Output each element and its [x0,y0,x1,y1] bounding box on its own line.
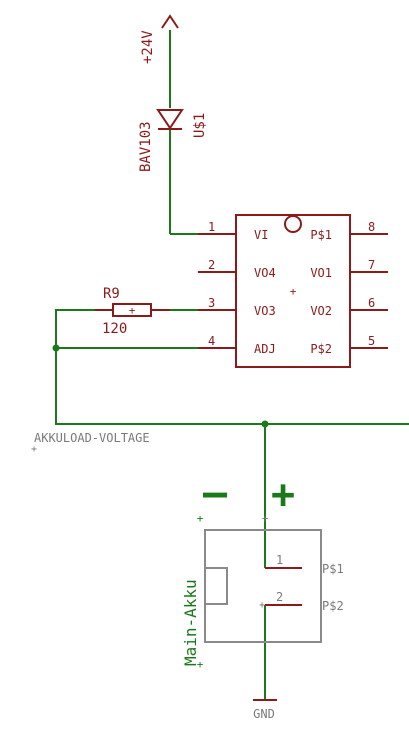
ic-origin-mark: + [290,285,297,298]
battery-origin-mark: + [262,512,269,525]
ic-pin-label: VI [254,228,268,242]
diode-icon [156,109,184,130]
net-label-origin-mark: + [31,444,37,455]
battery-latch [204,567,228,605]
ic-pin-number: 8 [368,220,375,234]
battery-name-origin-mark: + [197,658,204,671]
ground-symbol: GND [253,699,277,721]
ic-pin-label: P$1 [310,228,332,242]
supply-label: +24V [140,30,156,64]
battery-plus-symbol: + [271,472,295,518]
ic-pin-label: VO3 [254,304,276,318]
resistor-origin-mark: + [129,304,136,317]
ic-pin-label: VO2 [310,304,332,318]
junction-dot [261,420,269,428]
battery-pin-label: P$2 [322,599,344,613]
ic-regulator: + 1 2 3 4 VI VO4 VO3 ADJ 8 7 6 5 P$1 [198,214,388,368]
battery-body [204,529,322,643]
resistor-value: 120 [102,321,127,337]
net-r9-left-loop [55,309,409,425]
ic-pin-number: 6 [368,296,375,310]
ground-label: GND [253,707,275,721]
ic-pin-label: VO4 [254,266,276,280]
battery-pin-number: 2 [276,590,283,604]
supply-arrow-icon [161,14,179,29]
battery-name-origin-mark: + [197,512,204,525]
battery-main-akku: – + + Main-Akku + + + 1 2 P$1 P$2 [181,470,344,671]
ic-right-pins [350,233,388,349]
battery-pin-label: P$1 [322,562,344,576]
ic-pin-number: 2 [208,258,215,272]
battery-name: Main-Akku [181,579,200,666]
ic-pin-number: 4 [208,334,215,348]
ic-pin-label: P$2 [310,342,332,356]
resistor-name: R9 [103,286,120,302]
diode-bav103: BAV103 U$1 [138,109,208,172]
battery-pin-origin-mark: + [259,600,265,611]
battery-pin-number: 1 [276,553,283,567]
junction-dot [52,344,60,352]
battery-minus-symbol: – [203,470,228,516]
nets [55,30,409,700]
ic-notch-icon [284,215,302,233]
supply-symbol: +24V [140,14,179,64]
resistor-r9: + R9 120 [95,286,170,337]
ic-pin-number: 1 [208,220,215,234]
ic-pin-number: 5 [368,334,375,348]
diode-name: U$1 [192,113,208,138]
diode-value: BAV103 [138,121,154,172]
ic-pin-label: VO1 [310,266,332,280]
ic-pin-label: ADJ [254,342,276,356]
net-label: AKKULOAD-VOLTAGE [34,431,150,445]
ic-pin-number: 7 [368,258,375,272]
ic-pin-number: 3 [208,296,215,310]
ic-left-pins [198,233,236,349]
